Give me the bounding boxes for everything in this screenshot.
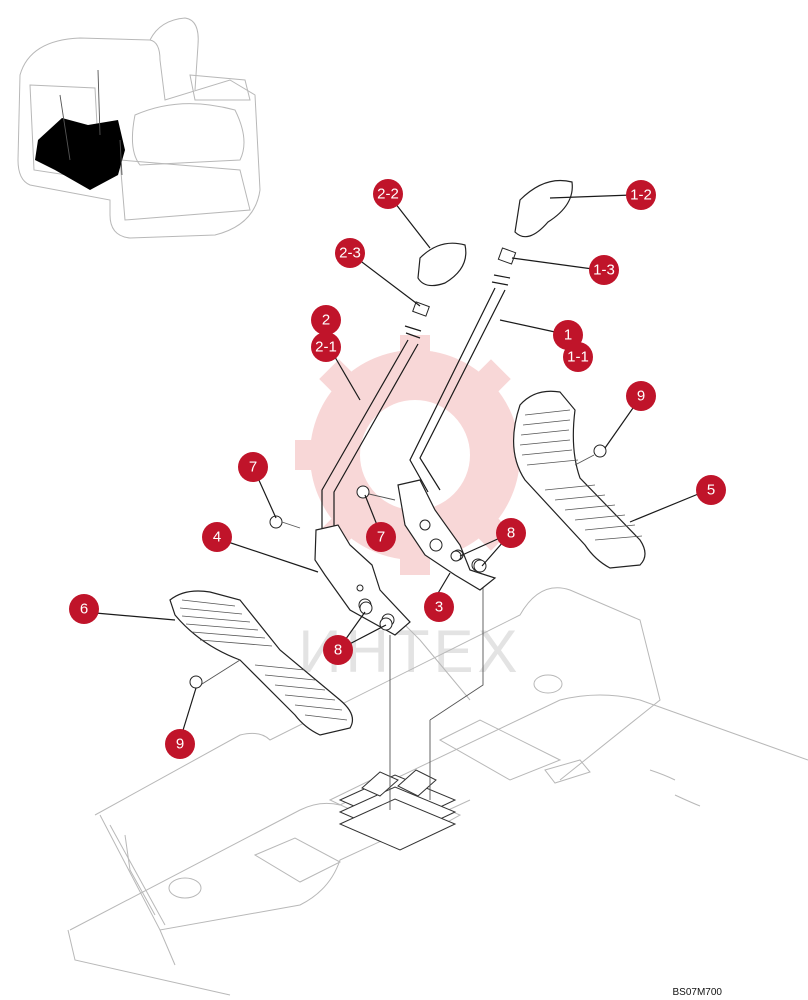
pedal-mount-plate <box>338 769 457 851</box>
bolt-9-right <box>574 444 607 466</box>
svg-text:5: 5 <box>707 482 715 499</box>
knob-1-2 <box>514 179 573 238</box>
callout-1-2: 1-2 <box>626 180 656 210</box>
callout-2: 2 <box>311 305 341 335</box>
svg-text:2-2: 2-2 <box>377 186 399 203</box>
pedal-6 <box>169 590 353 736</box>
svg-text:9: 9 <box>637 388 645 405</box>
svg-text:1-1: 1-1 <box>567 349 589 366</box>
bolt-7-left <box>269 515 301 529</box>
svg-text:6: 6 <box>80 601 88 618</box>
svg-text:7: 7 <box>249 459 257 476</box>
bolt-9-left <box>189 659 241 689</box>
callout-9-left: 9 <box>165 729 195 759</box>
svg-text:9: 9 <box>176 736 184 753</box>
callout-2-2: 2-2 <box>373 179 403 209</box>
callout-7-right: 7 <box>366 522 396 552</box>
svg-text:2-1: 2-1 <box>315 339 337 356</box>
svg-text:7: 7 <box>377 529 385 546</box>
pedal-5 <box>512 390 646 569</box>
svg-text:4: 4 <box>213 529 221 546</box>
svg-text:1: 1 <box>564 327 572 344</box>
callout-5: 5 <box>696 475 726 505</box>
callout-2-1: 2-1 <box>311 332 341 362</box>
callout-9-right: 9 <box>626 381 656 411</box>
alignment-lines <box>389 585 484 810</box>
svg-text:8: 8 <box>507 525 515 542</box>
callout-3: 3 <box>424 592 454 622</box>
callout-8-right: 8 <box>496 518 526 548</box>
svg-text:8: 8 <box>334 642 342 659</box>
callout-1-1: 1-1 <box>563 342 593 372</box>
callout-6: 6 <box>69 594 99 624</box>
knob-2-2 <box>417 242 467 287</box>
svg-text:1-2: 1-2 <box>630 187 652 204</box>
svg-text:1-3: 1-3 <box>593 262 615 279</box>
callout-4: 4 <box>202 522 232 552</box>
drawing-code: BS07M700 <box>672 987 722 998</box>
callout-2-3: 2-3 <box>335 238 365 268</box>
callout-1-3: 1-3 <box>589 255 619 285</box>
watermark-gear <box>295 335 535 575</box>
svg-text:3: 3 <box>435 599 443 616</box>
lever-1-rod <box>409 247 517 493</box>
svg-text:2-3: 2-3 <box>339 245 361 262</box>
callout-7-left: 7 <box>238 452 268 482</box>
lever-2-rod <box>321 301 430 540</box>
bolt-7-right <box>356 485 396 501</box>
cab-overview-inset <box>17 17 261 239</box>
svg-text:2: 2 <box>322 312 330 329</box>
callout-8-left: 8 <box>323 635 353 665</box>
